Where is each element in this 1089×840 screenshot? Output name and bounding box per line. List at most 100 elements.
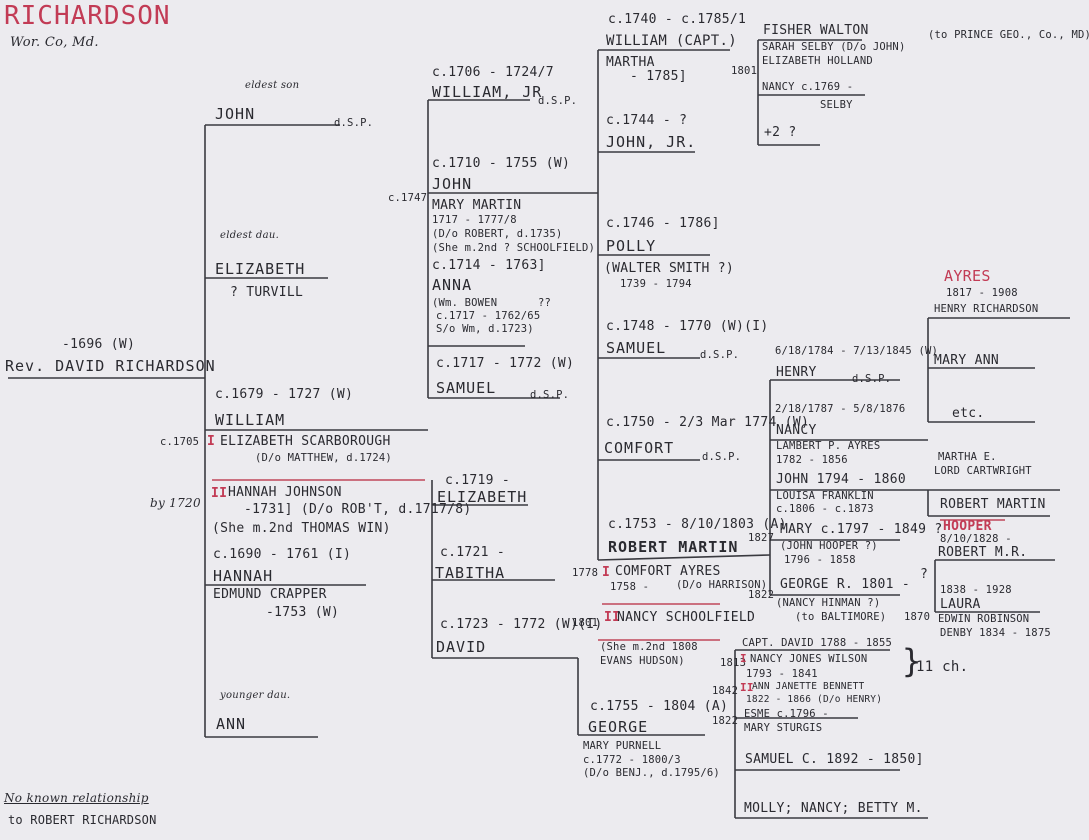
henry-dsp: d.S.P.	[852, 373, 892, 385]
anna-name: ANNA	[432, 276, 473, 294]
hooper-label: HOOPER	[943, 519, 992, 534]
john-note: eldest son	[245, 80, 300, 91]
fisher-walton: FISHER WALTON	[763, 23, 869, 38]
capt-david-wife1-dates: 1793 - 1841	[746, 668, 818, 680]
elizabeth2-dates: c.1719 -	[445, 473, 511, 488]
henry-name: HENRY	[776, 365, 817, 380]
anna-spouse-note: S/o Wm, d.1723)	[436, 323, 534, 335]
john-jr-dates: c.1744 - ?	[606, 113, 688, 128]
capt-david-wife1: NANCY JONES WILSON	[750, 653, 868, 665]
david-note-2: EVANS HUDSON)	[600, 655, 685, 667]
martha-e: MARTHA E.	[938, 451, 997, 463]
john-dsp: d.S.P.	[334, 117, 374, 129]
nancy-name: NANCY	[776, 423, 817, 438]
george-r-spouse: (NANCY HINMAN ?)	[776, 597, 881, 609]
capt-david-roman1: I	[740, 652, 747, 665]
elizabeth-holland: ELIZABETH HOLLAND	[762, 55, 873, 67]
polly-dates: c.1746 - 1786]	[606, 216, 720, 231]
polly-spouse: (WALTER SMITH ?)	[604, 261, 735, 276]
anna-question: ??	[538, 297, 552, 309]
hannah-name: HANNAH	[213, 567, 274, 585]
william-jr-dsp: d.S.P.	[538, 95, 578, 107]
george-r-question: ?	[920, 567, 929, 582]
robert-martin-5: ROBERT MARTIN	[940, 497, 1046, 512]
martha-name: MARTHA	[606, 55, 655, 70]
elizabeth-note: eldest dau.	[220, 230, 280, 241]
laura-name: LAURA	[940, 597, 981, 612]
wife1-roman: I	[207, 434, 216, 449]
anna-spouse-dates: c.1717 - 1762/65	[436, 310, 541, 322]
mary-martin-name: MARY MARTIN	[432, 198, 522, 213]
mary4-spouse: (JOHN HOOPER ?)	[780, 540, 878, 552]
henry-richardson: HENRY RICHARDSON	[934, 303, 1039, 315]
polly-spouse-dates: 1739 - 1794	[620, 278, 692, 290]
wife2-marker: by 1720	[150, 496, 201, 510]
founder-death: -1696 (W)	[62, 337, 136, 352]
john-name: JOHN	[215, 105, 256, 123]
capt-david-wife2-dates: 1822 - 1866 (D/o HENRY)	[746, 694, 883, 705]
sarah-selby: SARAH SELBY (D/o JOHN)	[762, 41, 906, 53]
nancy-dates: 2/18/1787 - 5/8/1876	[775, 403, 906, 415]
capt-david-wife2: ANN JANETTE BENNETT	[752, 681, 865, 692]
nancy-selby-spouse: SELBY	[820, 99, 853, 111]
anna-spouse: (Wm. BOWEN	[432, 297, 498, 309]
hannah-spouse: EDMUND CRAPPER	[213, 587, 327, 602]
wife2-name: HANNAH JOHNSON	[228, 485, 342, 500]
denby: DENBY 1834 - 1875	[940, 627, 1051, 639]
wife1-name: ELIZABETH SCARBOROUGH	[220, 434, 391, 449]
ann-name: ANN	[216, 715, 247, 733]
robert-martin-dates: c.1753 - 8/10/1803 (A)	[608, 517, 787, 532]
nancy-spouse-dates: 1782 - 1856	[776, 454, 848, 466]
anna-dates: c.1714 - 1763]	[432, 258, 546, 273]
nancy-schoolfield-roman: II	[604, 610, 621, 625]
wife2-note: (She m.2nd THOMAS WIN)	[212, 521, 391, 536]
edwin-robinson: EDWIN ROBINSON	[938, 613, 1030, 625]
wife2-dates: -1731] (D/o ROB'T, d.1717/8)	[244, 502, 472, 517]
samuel2-dsp: d.S.P.	[530, 389, 570, 401]
john2-name: JOHN	[432, 175, 473, 193]
george-r-note: (to BALTIMORE)	[795, 611, 887, 623]
john2-dates: c.1710 - 1755 (W)	[432, 156, 571, 171]
wife1-parent: (D/o MATTHEW, d.1724)	[255, 452, 392, 464]
mary4-spouse-dates: 1796 - 1858	[784, 554, 856, 566]
chart-subtitle: Wor. Co, Md.	[10, 35, 99, 50]
david-name: DAVID	[436, 638, 487, 656]
comfort-ayres-dates: 1758 -	[610, 581, 650, 593]
william-jr-dates: c.1706 - 1724/7	[432, 65, 554, 80]
william-capt-dates: c.1740 - c.1785/1	[608, 12, 747, 27]
samuel3-dsp: d.S.P.	[700, 349, 740, 361]
elizabeth-spouse: ? TURVILL	[230, 285, 304, 300]
comfort-ayres-parent: (D/o HARRISON)	[676, 579, 768, 591]
comfort-ayres-roman: I	[602, 565, 611, 580]
capt-david-brace: }	[902, 642, 922, 680]
comfort-dsp: d.S.P.	[702, 451, 742, 463]
capt-david-marker: 1813	[720, 657, 747, 669]
george-dates: c.1755 - 1804 (A)	[590, 699, 729, 714]
hooper-date: 8/10/1828 -	[940, 533, 1012, 545]
elizabeth-name: ELIZABETH	[215, 260, 306, 278]
etc: etc.	[952, 406, 985, 421]
samuel3-name: SAMUEL	[606, 339, 667, 357]
david-dates: c.1723 - 1772 (W)(I)	[440, 617, 603, 632]
comfort-ayres-marker: 1778	[572, 567, 599, 579]
esme-marker: 1822	[712, 715, 739, 727]
george-r-marker: 1822	[748, 589, 775, 601]
william-name: WILLIAM	[215, 411, 286, 429]
comfort-name: COMFORT	[604, 439, 675, 457]
samuel2-dates: c.1717 - 1772 (W)	[436, 356, 575, 371]
hannah-spouse-dates: -1753 (W)	[266, 605, 340, 620]
samuel-c: SAMUEL C. 1892 - 1850]	[745, 752, 924, 767]
polly-name: POLLY	[606, 237, 657, 255]
john4-spouse-dates: c.1806 - c.1873	[776, 503, 874, 515]
martha-dates: - 1785]	[630, 69, 687, 84]
capt-david-children: 11 ch.	[916, 659, 969, 675]
nancy-schoolfield-name: NANCY SCHOOLFIELD	[617, 610, 756, 625]
ayres-label: AYRES	[944, 267, 991, 285]
molly-nancy-betty: MOLLY; NANCY; BETTY M.	[744, 801, 923, 816]
john-marker: c.1747	[388, 192, 428, 204]
prince-geo-note: (to PRINCE GEO., Co., MD)	[928, 29, 1089, 41]
david-marker: 1801	[572, 617, 599, 629]
ayres-dates: 1817 - 1908	[946, 287, 1018, 299]
